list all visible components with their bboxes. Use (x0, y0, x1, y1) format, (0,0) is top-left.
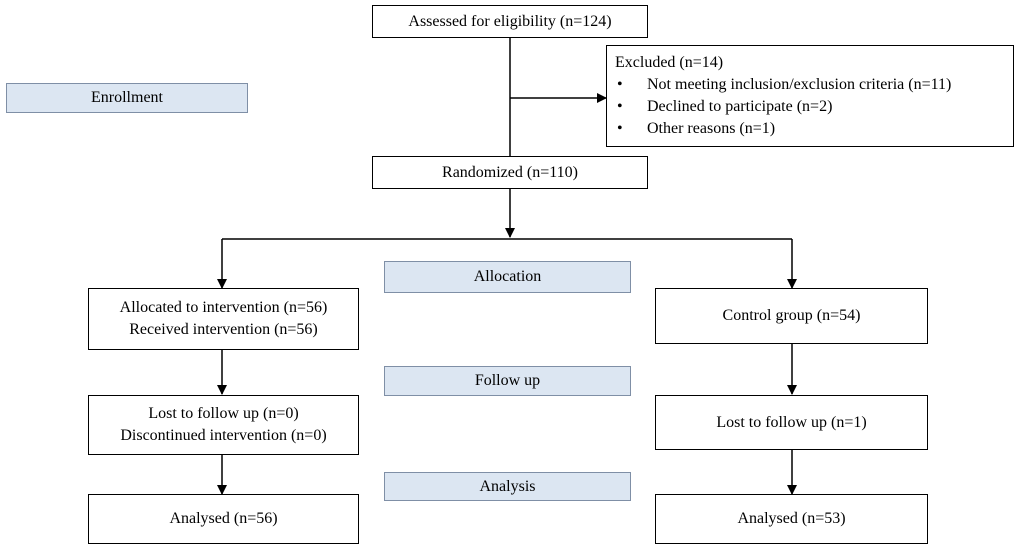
control-group-box: Control group (n=54) (655, 288, 928, 344)
intervention-followup-box: Lost to follow up (n=0) Discontinued int… (88, 395, 359, 455)
allocated-label: Allocated to intervention (n=56) (119, 299, 328, 316)
stage-allocation: Allocation (384, 261, 631, 293)
control-analysed-label: Analysed (n=53) (737, 510, 846, 527)
randomized-box: Randomized (n=110) (372, 156, 648, 189)
stage-analysis-label: Analysis (479, 477, 536, 495)
control-analysed-box: Analysed (n=53) (655, 494, 928, 544)
excluded-item: Declined to participate (n=2) (615, 96, 1013, 118)
excluded-item: Not meeting inclusion/exclusion criteria… (615, 74, 1013, 96)
stage-followup: Follow up (384, 366, 631, 396)
intervention-analysed-label: Analysed (n=56) (169, 510, 278, 527)
excluded-title: Excluded (n=14) (615, 54, 724, 71)
excluded-box: Excluded (n=14) Not meeting inclusion/ex… (606, 45, 1014, 147)
received-label: Received intervention (n=56) (129, 321, 318, 338)
intervention-analysed-box: Analysed (n=56) (88, 494, 359, 544)
control-lost-label: Lost to follow up (n=1) (716, 413, 867, 431)
stage-analysis: Analysis (384, 472, 631, 501)
stage-enrollment: Enrollment (6, 83, 248, 113)
intervention-lost-label: Lost to follow up (n=0) (148, 405, 299, 422)
assessed-label: Assessed for eligibility (n=124) (408, 12, 612, 30)
excluded-item: Other reasons (n=1) (615, 118, 1013, 140)
control-group-label: Control group (n=54) (722, 307, 861, 324)
randomized-label: Randomized (n=110) (442, 163, 578, 181)
intervention-allocated-box: Allocated to intervention (n=56) Receive… (88, 288, 359, 350)
excluded-list: Not meeting inclusion/exclusion criteria… (615, 74, 1013, 140)
stage-followup-label: Follow up (474, 372, 541, 389)
control-followup-box: Lost to follow up (n=1) (655, 395, 928, 450)
stage-enrollment-label: Enrollment (91, 89, 163, 106)
discontinued-label: Discontinued intervention (n=0) (120, 427, 327, 444)
assessed-box: Assessed for eligibility (n=124) (372, 5, 648, 38)
stage-allocation-label: Allocation (473, 268, 542, 285)
